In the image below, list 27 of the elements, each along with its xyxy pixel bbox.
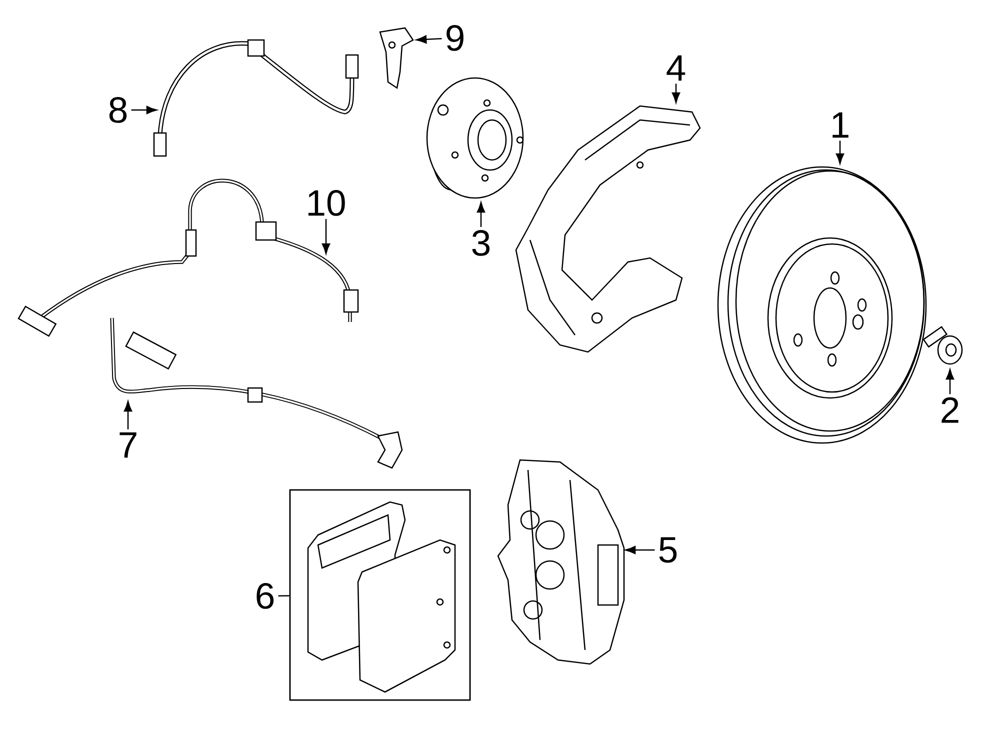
leader-line bbox=[836, 140, 844, 164]
callout-number: 4 bbox=[666, 55, 686, 81]
leader-line bbox=[625, 546, 655, 554]
callout-number: 2 bbox=[942, 397, 958, 423]
callout-number: 9 bbox=[446, 25, 464, 51]
leader-line bbox=[124, 401, 132, 430]
sensor-head-drawing bbox=[325, 260, 359, 322]
leader-line bbox=[322, 219, 330, 254]
leader-line bbox=[416, 35, 442, 44]
leader-line bbox=[278, 595, 290, 597]
callout-number: 1 bbox=[832, 112, 848, 138]
callout-number: 7 bbox=[120, 432, 136, 458]
brake-caliper-drawing bbox=[497, 459, 625, 665]
brake-disc-drawing bbox=[717, 166, 927, 444]
callout-number: 3 bbox=[472, 230, 490, 256]
leader-line bbox=[946, 369, 954, 394]
callout-number: 10 bbox=[308, 190, 345, 216]
wheel-hub-drawing bbox=[426, 77, 524, 199]
leader-line bbox=[476, 202, 486, 227]
callout-number: 8 bbox=[109, 97, 127, 123]
kit-frame bbox=[289, 489, 471, 701]
brake-hose-drawing bbox=[153, 39, 359, 157]
leader-line bbox=[131, 106, 157, 114]
bracket-drawing bbox=[379, 27, 414, 90]
callout-number: 5 bbox=[659, 537, 677, 563]
leader-line bbox=[672, 84, 680, 103]
callout-number: 6 bbox=[256, 583, 274, 609]
